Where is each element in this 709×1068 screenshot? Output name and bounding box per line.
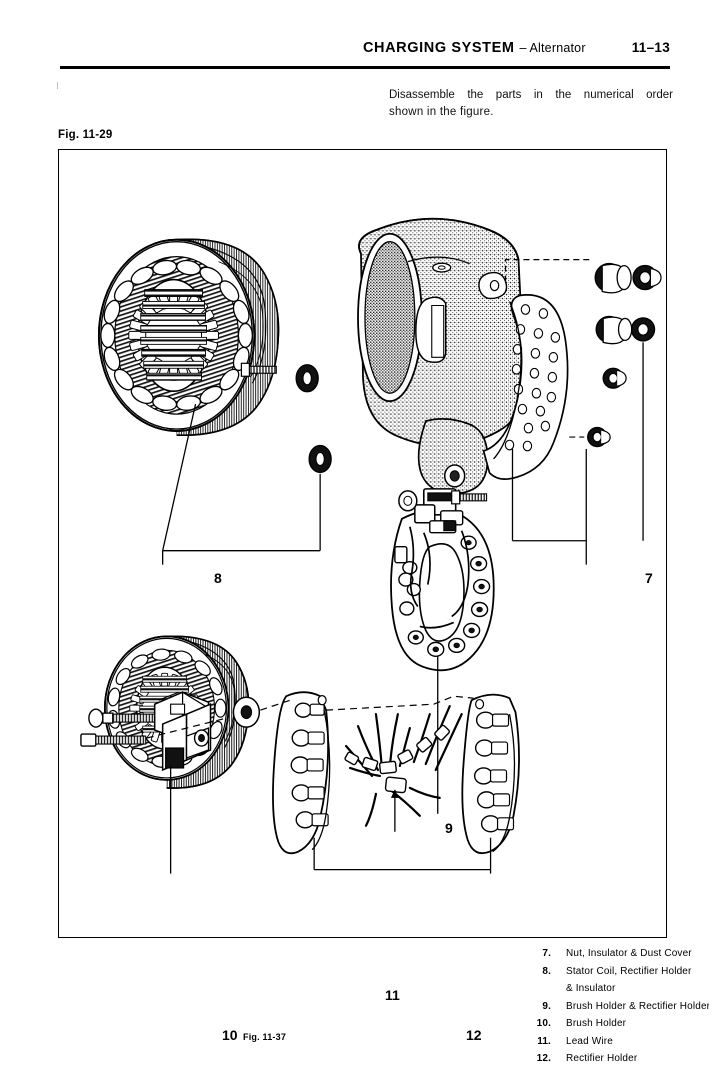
legend-item-12: 12. Rectifier Holder [525, 1050, 709, 1068]
legend-text-11: Lead Wire [566, 1035, 613, 1047]
illustration-rear-housing [357, 217, 662, 565]
washer [232, 696, 261, 728]
legend-item-9: 9. Brush Holder & Rectifier Holder [525, 998, 709, 1016]
legend-text-7: Nut, Insulator & Dust Cover [566, 948, 692, 959]
legend-number-7: 7. [542, 948, 551, 959]
legend-text-8-continuation: & Insulator [566, 983, 616, 994]
rectifier-holder-right [461, 693, 520, 855]
leader-callout-11 [390, 789, 399, 832]
callout-number-8: 8 [214, 570, 222, 586]
stator-stud [240, 362, 277, 377]
callout-number-7: 7 [645, 570, 653, 586]
header-title: CHARGING SYSTEM [362, 40, 515, 56]
legend-number-12: 12. [536, 1053, 551, 1064]
page-header: CHARGING SYSTEM – Alternator 11–13 [60, 40, 670, 68]
legend-number-8: 8. [542, 965, 551, 977]
dust-cover-plate [482, 294, 569, 481]
legend-text-12: Rectifier Holder [566, 1053, 638, 1064]
lead-wire-crimps [344, 724, 451, 794]
intro-line-1: Disassemble the parts in the numerical o… [389, 89, 673, 101]
exploded-view-diagram [80, 217, 662, 874]
legend-text-8: Stator Coil, Rectifier Holder [566, 965, 692, 977]
legend-text-10: Brush Holder [566, 1018, 627, 1029]
legend-number-10: 10. [536, 1018, 551, 1029]
legend-item-7: 7. Nut, Insulator & Dust Cover [525, 945, 709, 963]
legend-item-8: 8. Stator Coil, Rectifier Holder [525, 963, 709, 981]
header-separator: – [519, 41, 527, 55]
figure-sub-label: Fig. 11-37 [243, 1032, 287, 1042]
insulator-ring-upper [295, 364, 319, 393]
margin-tick-mark [57, 82, 58, 89]
callout-number-11: 11 [385, 987, 400, 1003]
leader-callout-8 [162, 404, 321, 565]
page-number: 11–13 [631, 40, 670, 55]
header-subtitle: Alternator [529, 41, 586, 55]
nut-insulator-set [587, 262, 662, 448]
callout-number-9: 9 [445, 820, 453, 836]
insulator-ring-lower [308, 444, 332, 474]
illustration-stator-coil-assembly [97, 238, 332, 565]
parts-legend: 7. Nut, Insulator & Dust Cover 8. Stator… [525, 945, 709, 1068]
leader-callout-7 [511, 342, 644, 565]
illustration-brush-rectifier-holder [390, 488, 495, 814]
legend-number-11: 11. [537, 1035, 551, 1047]
figure-frame: 8 7 9 11 10 12 Fig. 11-37 7. Nut, Insula… [58, 149, 709, 1064]
illustration-bottom-exploded [80, 691, 520, 874]
brush-holder-body [153, 691, 212, 772]
callout-number-10: 10 [222, 1027, 238, 1043]
intro-paragraph: Disassemble the parts in the numerical o… [389, 87, 673, 121]
rectifier-holder-left [272, 691, 331, 855]
legend-number-9: 9. [542, 1000, 551, 1012]
legend-item-10: 10. Brush Holder [525, 1015, 709, 1033]
intro-line-2: shown in the figure. [389, 106, 494, 118]
screw-lower [80, 733, 147, 747]
legend-item-11: 11. Lead Wire [525, 1033, 709, 1051]
leader-callout-12 [313, 837, 492, 874]
legend-text-9: Brush Holder & Rectifier Holder [566, 1000, 709, 1012]
header-rule [60, 66, 670, 69]
callout-number-12: 12 [466, 1027, 482, 1043]
figure-label: Fig. 11-29 [58, 129, 113, 141]
